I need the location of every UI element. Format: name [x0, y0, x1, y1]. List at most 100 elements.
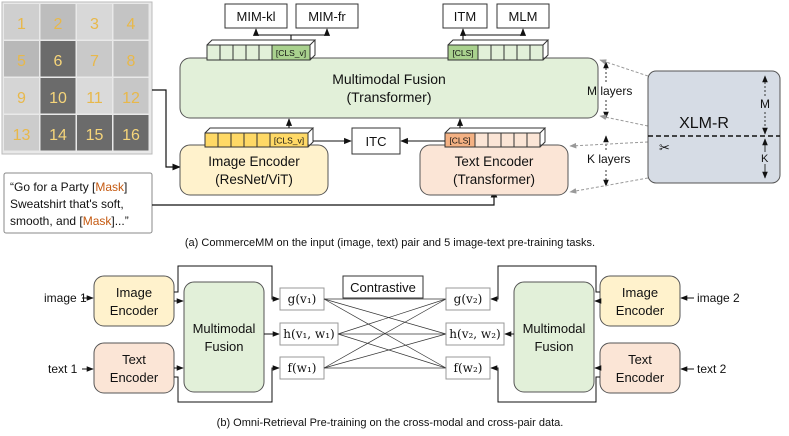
h2-box	[445, 322, 505, 346]
patch-number: 10	[49, 90, 67, 107]
text-encoder-right-l2: Encoder	[616, 370, 665, 385]
text-encoder-left-l1: Text	[122, 352, 146, 367]
xlmr-title: XLM-R	[679, 115, 729, 132]
fusion-left-l2: Fusion	[204, 339, 243, 354]
svg-text:smooth, and [Mask]...”: smooth, and [Mask]...”	[10, 214, 129, 228]
image-patch	[4, 4, 39, 40]
image-patch	[77, 41, 112, 77]
text-encoder-right-l1: Text	[628, 352, 652, 367]
fusion-left	[183, 281, 265, 393]
image-encoder-subtitle: (ResNet/ViT)	[215, 172, 293, 187]
patch-number: 1	[17, 16, 26, 33]
h1-label: h(v₁, w₁)	[283, 327, 334, 341]
patch-number: 16	[122, 127, 140, 144]
text-input-line1-prefix: “Go for a Party [	[10, 180, 96, 194]
text-input-line1-suffix: ]	[124, 180, 127, 194]
fusion-image-tokens: [CLS_v]	[206, 39, 317, 61]
text1-label: text 1	[48, 362, 78, 376]
patch-number: 12	[122, 90, 140, 107]
text-encoder-right	[599, 342, 681, 394]
patch-number: 2	[54, 16, 63, 33]
k-layers-label: K layers	[587, 152, 630, 166]
image2-label: image 2	[697, 291, 740, 305]
g1-label: g(v₁)	[288, 292, 317, 306]
image-encoder-right-l2: Encoder	[616, 303, 665, 318]
image-patch	[113, 4, 149, 40]
image-encoder-tokens: [CLS_v]	[204, 127, 315, 148]
text2-label: text 2	[697, 362, 727, 376]
image-encoder-cls-v-label: [CLS_v]	[274, 136, 304, 146]
patch-number: 5	[17, 53, 26, 70]
fusion-right-l1: Multimodal	[523, 321, 586, 336]
text-input-line2: Sweatshirt that's soft,	[10, 197, 124, 211]
text-input-box: “Go for a Party [Mask] Sweatshirt that's…	[3, 172, 153, 234]
multimodal-fusion-box	[179, 57, 599, 119]
text-input-line3-suffix: ]...”	[111, 214, 128, 228]
image-patch	[4, 115, 39, 151]
f1-label: f(w₁)	[288, 361, 317, 375]
mask-token: Mask	[83, 214, 113, 228]
text-encoder-tokens: [CLS]	[444, 127, 547, 148]
fusion-right	[513, 281, 595, 393]
image-bypass-right	[490, 265, 600, 302]
itm-box	[442, 3, 488, 29]
mim-kl-label: MIM-kl	[237, 9, 276, 24]
caption-b: (b) Omni-Retrieval Pre-training on the c…	[217, 417, 564, 429]
g2-label: g(v₂)	[454, 292, 483, 306]
fusion-subtitle: (Transformer)	[346, 89, 431, 105]
f2-box	[445, 356, 491, 380]
patch-number: 14	[49, 127, 67, 144]
g2-box	[445, 287, 491, 311]
h2-label: h(v₂, w₂)	[449, 327, 500, 341]
svg-text:“Go for a Party [Mask]: “Go for a Party [Mask]	[10, 180, 127, 194]
text-bypass-left	[174, 365, 280, 403]
mlm-label: MLM	[509, 9, 538, 24]
text-encoder-box	[419, 144, 569, 196]
xlmr-k-label: K	[761, 153, 769, 165]
f2-label: f(w₂)	[454, 361, 483, 375]
patch-number: 8	[127, 53, 136, 70]
text-input-line3-prefix: smooth, and [	[10, 214, 83, 228]
scissors-icon: ✂	[659, 140, 670, 155]
mim-fr-box	[295, 3, 359, 29]
k-layers-indicator: K layers	[587, 135, 630, 187]
masked-patch	[113, 115, 149, 151]
itc-box	[351, 127, 401, 155]
text-encoder-cls-label: [CLS]	[449, 136, 470, 146]
image-patch	[40, 4, 76, 40]
m-layers-indicator: M layers	[587, 61, 632, 119]
image1-label: image 1	[44, 291, 87, 305]
patch-number: 13	[13, 127, 31, 144]
cls-label: [CLS]	[452, 48, 473, 58]
masked-patch	[77, 115, 112, 151]
masked-patch	[40, 78, 76, 114]
image-patch	[4, 78, 39, 114]
image-patch	[113, 41, 149, 77]
image-patch	[77, 4, 112, 40]
mask-token: Mask	[95, 180, 125, 194]
text-encoder-left	[93, 342, 175, 394]
image-encoder-left-l2: Encoder	[110, 303, 159, 318]
image-encoder-box	[179, 144, 329, 196]
patch-number: 11	[86, 90, 103, 107]
patch-number: 15	[86, 127, 104, 144]
itm-label: ITM	[454, 9, 476, 24]
cross-pair-lines	[323, 298, 447, 369]
image-patch	[4, 41, 39, 77]
image-to-encoder-arrow	[152, 89, 181, 171]
caption-a: (a) CommerceMM on the input (image, text…	[185, 237, 595, 249]
image-bypass-left	[174, 265, 280, 302]
patch-number: 6	[54, 53, 63, 70]
masked-patch	[40, 115, 76, 151]
text-encoder-subtitle: (Transformer)	[453, 172, 535, 187]
mim-kl-box	[224, 3, 288, 29]
fusion-text-tokens: [CLS]	[447, 39, 550, 61]
top-task-arrows	[252, 28, 527, 40]
masked-patch	[40, 41, 76, 77]
image-encoder-right-l1: Image	[622, 285, 658, 300]
xlmr-box	[647, 70, 781, 184]
image-encoder-right	[599, 275, 681, 327]
fusion-left-l1: Multimodal	[193, 321, 256, 336]
